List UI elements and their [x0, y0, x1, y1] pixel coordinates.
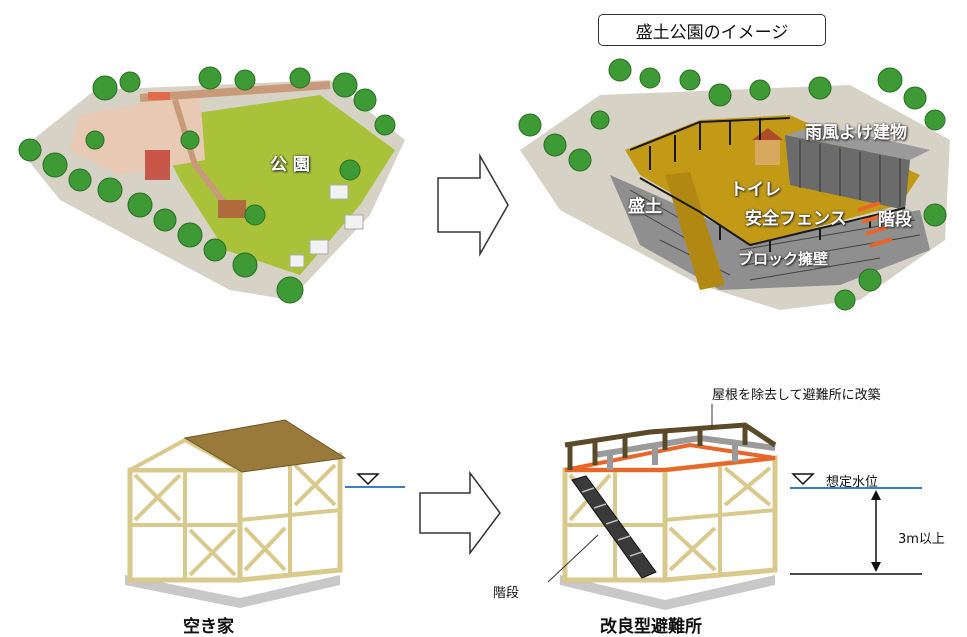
embankment-label: 盛土 — [628, 197, 662, 217]
vacant-house-caption: 空き家 — [183, 617, 234, 637]
height-note: 3m以上 — [898, 532, 945, 547]
water-level-label: 想定水位 — [826, 475, 879, 490]
image-title: 盛土公園のイメージ — [598, 14, 826, 46]
fence-label: 安全フェンス — [745, 209, 847, 229]
park-label: 公 園 — [270, 155, 310, 175]
toilet-label: トイレ — [730, 180, 781, 200]
roof-removal-note: 屋根を除去して避難所に改築 — [712, 388, 881, 403]
stairs-label: 階段 — [878, 210, 912, 230]
improved-shelter-caption: 改良型避難所 — [600, 617, 702, 637]
stairs-label-bottom: 階段 — [493, 586, 520, 601]
block-wall-label: ブロック擁壁 — [738, 250, 829, 268]
shelter-label: 雨風よけ建物 — [805, 123, 907, 143]
